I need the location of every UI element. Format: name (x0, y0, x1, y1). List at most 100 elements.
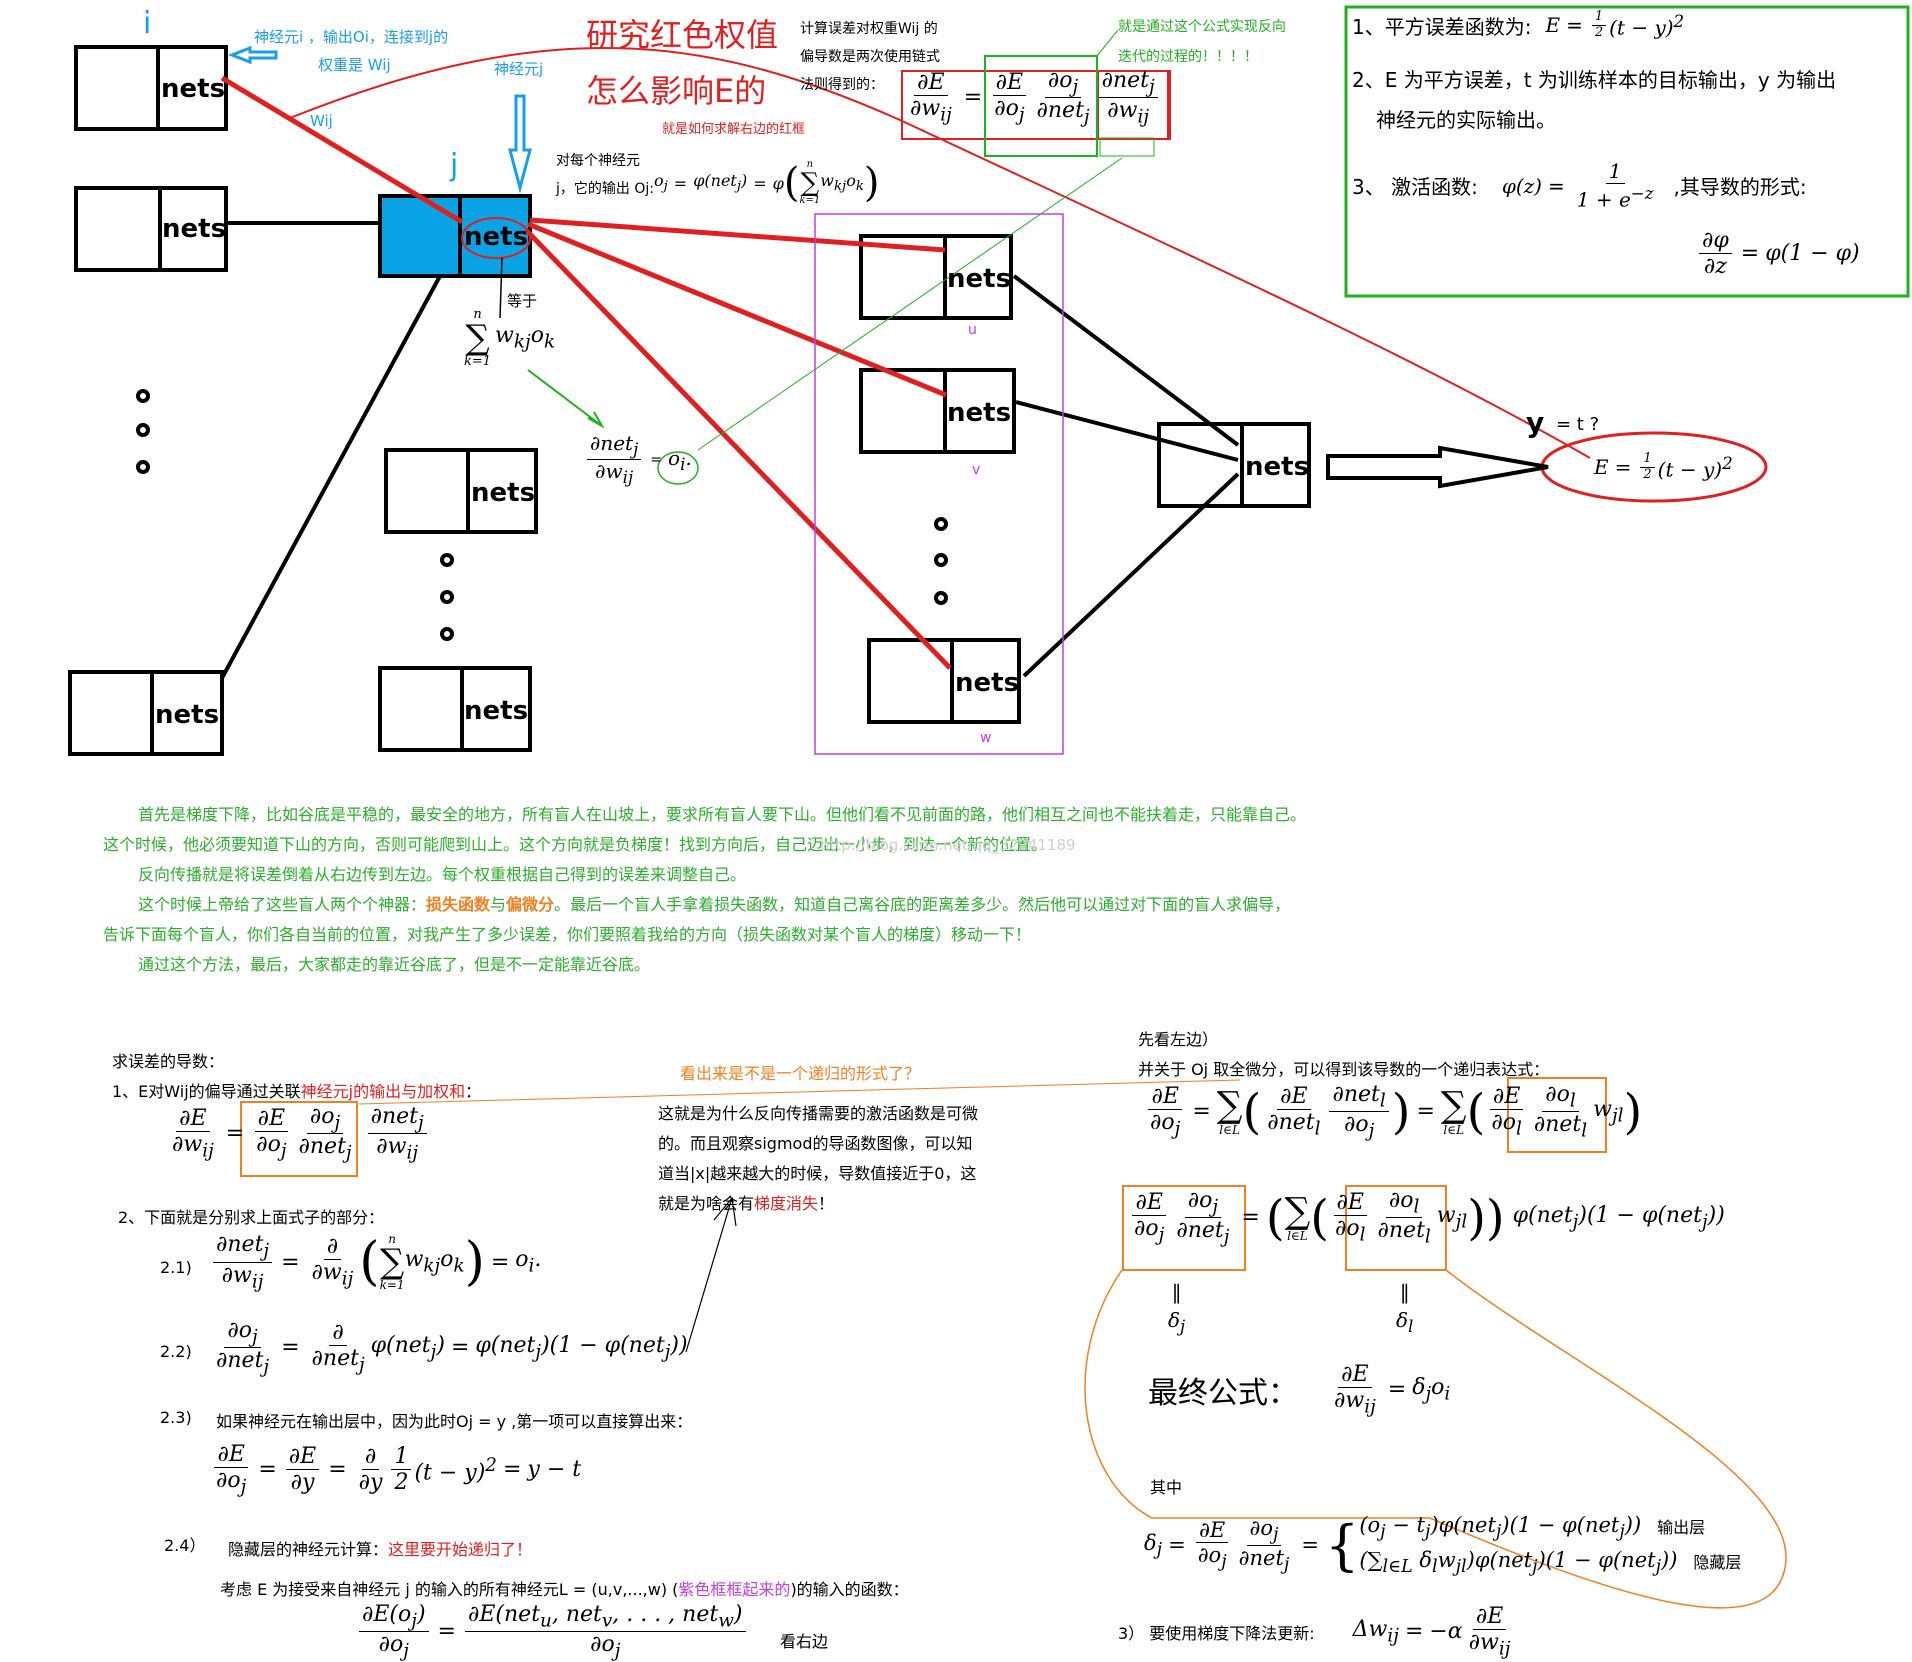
orange-box-1 (240, 1101, 358, 1177)
output-note-l2: j，它的输出 Oj: (556, 181, 654, 197)
formula-2-2: ∂oj∂netj= ∂∂netj φ(netj)=φ(netj)(1 − φ(n… (216, 1318, 688, 1378)
orange-box-4 (1345, 1185, 1447, 1271)
final-formula-text: 最终公式： (1148, 1375, 1298, 1411)
paragraph-2: 这个时候，他必须要知道下山的方向，否则可能爬到山上。这个方向就是负梯度！找到方向… (103, 835, 1048, 854)
lower-step1: 1、E对Wij的偏导通过关联神经元j的输出与加权和： (112, 1078, 481, 1102)
chain-rule-red-box-left (901, 70, 1169, 140)
chain-note-l1: 计算误差对权重Wij 的 (800, 21, 938, 37)
neuron-2-label: nets (162, 214, 227, 244)
hidden-layer-label: 隐藏层 (1693, 1553, 1742, 1573)
right-h1: 先看左边） (1138, 1030, 1219, 1049)
neuron-i-box (74, 45, 228, 131)
update-rule-text: 3） 要使用梯度下降法更新: (1118, 1623, 1315, 1643)
neuron-j-highlight (461, 217, 531, 259)
label-2-2: 2.2) (160, 1342, 192, 1361)
middle-note-l4a: 就是为啥会有 (658, 1194, 755, 1213)
label-y-eq-t: = t ? (1556, 414, 1600, 435)
label-w: w (980, 730, 992, 746)
update-rule: 3） 要使用梯度下降法更新: Δwij=−α ∂E∂wij (1118, 1604, 1511, 1660)
step-2-3: 如果神经元在输出层中，因为此时Oj = y ,第一项可以直接算出来： (216, 1412, 693, 1431)
red-title-line2: 怎么影响E的 (586, 72, 767, 110)
step-2-5: 考虑 E 为接受来自神经元 j 的输入的所有神经元L = (u,v,...,w)… (220, 1576, 909, 1600)
paragraph-6: 通过这个方法，最后，大家都走的靠近谷底了，但是不一定能靠近谷底。 (138, 955, 651, 974)
output-neuron-box (1157, 422, 1311, 508)
neuron-j-note: 神经元j (494, 60, 544, 78)
red-arc (289, 46, 1591, 459)
step-2-5b: 紫色框框起来的 (678, 1580, 791, 1599)
blue-arrow-down (508, 94, 532, 194)
final-formula: 最终公式： ∂E∂wij=δjoi (1148, 1362, 1451, 1418)
paragraph-4b: 损失函数 (426, 895, 491, 914)
label-y: y (1526, 406, 1545, 439)
top-chain-formula: ∂E∂wij = ∂E∂oj ∂oj∂netj ∂netj∂wij (904, 68, 1161, 128)
neuron-mid-2-label: nets (464, 696, 529, 726)
orange-recursion-curve (1084, 1269, 1787, 1609)
middle-note-l4c: ！ (818, 1194, 835, 1213)
right-h2: 并关于 Oj 取全微分，可以得到该导数的一个递归表达式： (1138, 1060, 1550, 1079)
see-right: 看右边 (780, 1632, 829, 1651)
blue-arrow-left (227, 45, 278, 65)
oi-ellipse (657, 451, 699, 485)
label-2-1: 2.1) (160, 1258, 192, 1277)
delta-j-label: ‖δj (1168, 1280, 1186, 1336)
output-arrow (1326, 445, 1549, 489)
step-2-4: 隐藏层的神经元计算：这里要开始递归了！ (228, 1536, 532, 1560)
step1-b: 神经元j的输出与加权和 (300, 1082, 466, 1101)
neuron-left-bottom-label: nets (155, 700, 220, 730)
step1-c: ： (465, 1082, 482, 1101)
step-2-5c: )的输入的函数： (790, 1580, 909, 1599)
delta-definition: δj= ∂E∂oj ∂oj∂netj = { (oj − tj)φ(netj)(… (1144, 1513, 1742, 1578)
neuron-box-mid-1 (384, 448, 538, 534)
info-item3b-text: ,其导数的形式: (1673, 175, 1807, 200)
label-v: v (972, 462, 981, 478)
neuron-j-label: nets (464, 222, 529, 252)
paragraph-4e: 。最后一个盲人手拿着损失函数，知道自己离谷底的距离差多少。然后他可以通过对下面的… (554, 895, 1291, 914)
label-i: i (143, 6, 152, 41)
neuron-u-box (859, 234, 1013, 320)
chain-note-l3: 法则得到的： (800, 77, 884, 93)
sigmoid-derivative: ∂φ∂z=φ(1 − φ) (1696, 228, 1860, 280)
neuron-i-label: nets (161, 74, 226, 104)
paragraph-4c: 与 (490, 895, 507, 914)
neuron-v-label: nets (947, 398, 1012, 428)
neuron-mid-1-label: nets (471, 478, 536, 508)
formula-2-4: ∂E(oj)∂oj= ∂E(netu, netv, . . . , netw)∂… (356, 1602, 749, 1662)
middle-note-l1: 这就是为什么反向传播需要的激活函数是可微 (658, 1104, 979, 1123)
orange-box-3 (1122, 1185, 1246, 1271)
neuron-box-left-bottom (68, 670, 224, 756)
formula-total-derivative: ∂E∂oj= ∑l∈L ( ∂E∂netl ∂netl∂oj ) = ∑l∈L … (1148, 1082, 1643, 1142)
output-formula: oj=φ(netj)=φ ( n∑k=1 wkjok) (654, 159, 880, 207)
middle-note-l2: 的。而且观察sigmod的导函数图像，可以知 (658, 1134, 973, 1153)
middle-note-l4: 就是为啥会有梯度消失！ (658, 1190, 834, 1214)
neuron-i-note: 神经元i ，输出Oi，连接到j的 (254, 28, 449, 46)
info-item1-text: 1、平方误差函数为: (1352, 14, 1532, 39)
neuron-u-label: nets (947, 264, 1012, 294)
neuron-w-label: nets (955, 668, 1020, 698)
equals-label: 等于 (507, 292, 538, 310)
neuron-box-2 (74, 186, 228, 272)
formula-delta-expansion: ∂E∂oj ∂oj∂netj = ( ∑l∈L ( ∂E∂ol ∂ol∂netl… (1132, 1188, 1725, 1248)
label-2-4: 2.4） (164, 1536, 206, 1555)
orange-box-2 (1507, 1077, 1607, 1153)
lower-step2: 2、下面就是分别求上面式子的部分： (118, 1208, 385, 1227)
chain-note-l2: 偏导数是两次使用链式 (800, 49, 940, 65)
sum-wkj-ok: n∑k=1 wkjok (464, 307, 556, 369)
green-note-l1: 就是通过这个公式实现反向 (1118, 19, 1286, 35)
label-2-3: 2.3) (160, 1408, 192, 1427)
chain-rule-green-box (984, 55, 1098, 157)
info-item2b: 神经元的实际输出。 (1376, 108, 1556, 132)
wij-label: Wij (310, 112, 333, 130)
delta-l-label: ‖δl (1396, 1280, 1414, 1336)
paragraph-4d: 偏微分 (506, 895, 555, 914)
neuron-v-box (859, 368, 1016, 454)
step1-a: 1、E对Wij的偏导通过关联 (112, 1082, 301, 1101)
output-note-l1: 对每个神经元 (556, 153, 640, 169)
info-box (1344, 5, 1910, 298)
recursive-note: 看出来是不是一个递归的形式了？ (680, 1064, 921, 1083)
dnet-dwij-eq-oi: ∂netj∂wij=oi. (584, 431, 692, 487)
step-2-4a: 隐藏层的神经元计算： (228, 1540, 389, 1559)
output-neuron-label: nets (1245, 452, 1310, 482)
